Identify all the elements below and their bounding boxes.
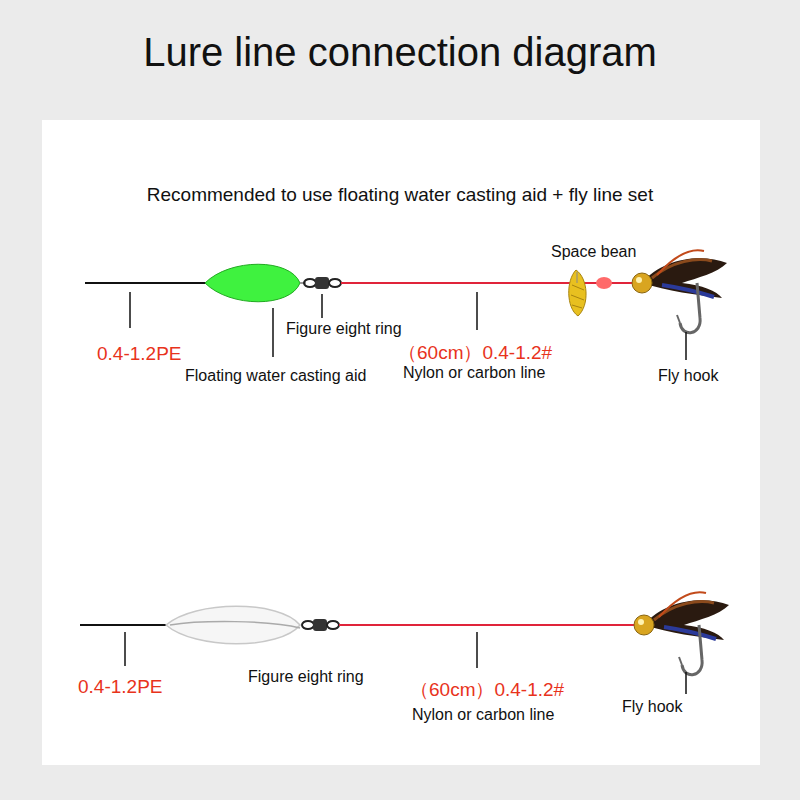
part-name: Figure eight ring [248, 668, 364, 686]
part-name: Nylon or carbon line [403, 364, 545, 382]
white-panel [42, 120, 760, 765]
part-name: Fly hook [622, 698, 682, 716]
subtitle: Recommended to use floating water castin… [147, 184, 653, 206]
page-title: Lure line connection diagram [0, 30, 800, 75]
line-spec: （60cm）0.4-1.2# [410, 679, 564, 701]
part-name: Fly hook [658, 367, 718, 385]
part-name: Space bean [551, 243, 636, 261]
line-spec: （60cm）0.4-1.2# [398, 342, 552, 364]
part-name: Figure eight ring [286, 320, 402, 338]
line-spec: 0.4-1.2PE [78, 676, 163, 698]
part-name: Nylon or carbon line [412, 706, 554, 724]
part-name: Floating water casting aid [185, 367, 366, 385]
line-spec: 0.4-1.2PE [97, 343, 182, 365]
